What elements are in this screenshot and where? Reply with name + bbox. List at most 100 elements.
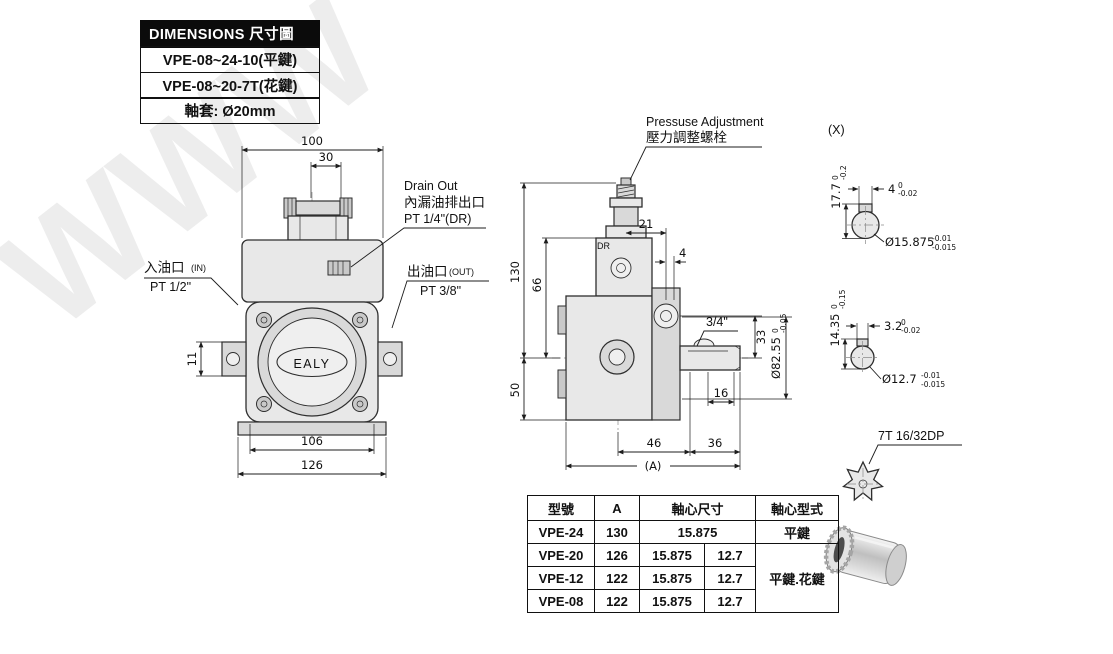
dim-side-top-offset: 21 bbox=[625, 217, 667, 300]
front-upper-body bbox=[241, 239, 384, 303]
outlet-label-en: (OUT) bbox=[449, 267, 474, 277]
side-view: DR Pressuse Adjustment bbox=[508, 115, 792, 473]
dim-front-top-width: 100 bbox=[241, 134, 384, 238]
front-inlet-boss bbox=[221, 341, 247, 377]
dia2-text: Ø12.7 bbox=[882, 372, 917, 386]
dim-bottom-right: 36 bbox=[689, 372, 741, 470]
outlet-port-size: PT 3/8" bbox=[420, 284, 461, 298]
dim-bottom-left: 46 bbox=[617, 372, 691, 456]
front-valve-block bbox=[287, 215, 349, 241]
dim-130-text: 130 bbox=[508, 261, 522, 283]
model-range-flat-key: VPE-08~24-10(平鍵) bbox=[140, 46, 320, 74]
dim-side-height-lower: 50 bbox=[508, 357, 566, 421]
dim-33-text: 33 bbox=[754, 330, 768, 345]
drain-label-en: Drain Out bbox=[404, 179, 458, 193]
inlet-port-size: PT 1/2" bbox=[150, 280, 191, 294]
port-size-text: 3/4" bbox=[706, 315, 728, 329]
front-outlet-boss bbox=[377, 341, 403, 377]
dia1-tol-bot: -0.015 bbox=[932, 243, 956, 252]
dim-side-height-total: 130 bbox=[508, 182, 616, 359]
table-row-vpe20: VPE-20 126 15.875 12.7 平鍵.花鍵 bbox=[527, 543, 839, 613]
front-drain-fitting bbox=[327, 260, 351, 276]
dr-port-circle bbox=[610, 257, 632, 279]
pressure-label-en: Pressuse Adjustment bbox=[646, 115, 764, 129]
dim-1435-tol-bot: -0.15 bbox=[838, 289, 847, 309]
cell-a: 122 bbox=[594, 589, 640, 613]
key2-tol-bot: -0.02 bbox=[901, 326, 921, 335]
table-row-vpe08: VPE-08 122 15.875 12.7 bbox=[527, 589, 839, 613]
header-model: 型號 bbox=[527, 495, 595, 521]
outlet-label-cn: 出油口 bbox=[407, 264, 448, 279]
dim-177-tol-top: 0 bbox=[831, 175, 840, 180]
shaft-section-127: 14.35 0 -0.15 3.2 0 -0.02 Ø12.7 -0.01 -0… bbox=[828, 289, 945, 389]
front-view: EALY 100 30 bbox=[144, 134, 489, 478]
dim-pilot-diameter: Ø82.55 0 -0.05 bbox=[682, 313, 792, 400]
dimensions-title: DIMENSIONS 尺寸圖 bbox=[140, 20, 320, 48]
dim-front-bolt-span: 106 bbox=[249, 424, 375, 454]
spec-table: 型號 A 軸心尺寸 軸心型式 VPE-24 130 15.875 平鍵 VPE-… bbox=[527, 495, 839, 613]
drain-port-size: PT 1/4"(DR) bbox=[404, 212, 471, 226]
cell-a: 130 bbox=[594, 520, 640, 544]
shaft-sleeve-spec: 軸套: Ø20mm bbox=[140, 97, 320, 125]
dim-overall-A: (A) bbox=[565, 422, 741, 473]
header-shaft-type: 軸心型式 bbox=[755, 495, 839, 521]
dim-177-tol-bot: -0.2 bbox=[839, 165, 848, 180]
drain-port-label: Drain Out 內漏油排出口 PT 1/4"(DR) bbox=[350, 179, 486, 268]
spline-detail: 7T 16/32DP bbox=[842, 429, 962, 502]
dia2-tol-top: -0.01 bbox=[921, 371, 941, 380]
dia2-tol-bot: -0.015 bbox=[921, 380, 945, 389]
spline-spec-text: 7T 16/32DP bbox=[878, 429, 944, 443]
dim-front-base-width: 126 bbox=[237, 437, 387, 478]
dim-66-text: 66 bbox=[530, 278, 544, 293]
model-range-spline: VPE-08~20-7T(花鍵) bbox=[140, 71, 320, 99]
cell-shaft2: 12.7 bbox=[704, 566, 756, 590]
pilot-tol-top: 0 bbox=[771, 328, 780, 333]
cell-model: VPE-24 bbox=[527, 520, 595, 544]
cell-model: VPE-12 bbox=[527, 566, 595, 590]
shaft-detail-section: (X) 17.7 0 -0.2 bbox=[823, 123, 962, 586]
table-row-vpe12: VPE-12 122 15.875 12.7 bbox=[527, 566, 839, 590]
cell-shaft1: 15.875 bbox=[639, 543, 705, 567]
dia1-text: Ø15.875 bbox=[885, 235, 934, 249]
dia1-tol-top: -0.01 bbox=[932, 234, 952, 243]
cell-a: 122 bbox=[594, 566, 640, 590]
pressure-adjustment-label: Pressuse Adjustment 壓力調整螺栓 bbox=[629, 115, 764, 181]
dim-side-height-upper: 66 bbox=[530, 237, 596, 359]
front-corner-bolts bbox=[256, 312, 368, 412]
pilot-tol-bot: -0.05 bbox=[779, 313, 788, 333]
key1-tol-top: 0 bbox=[898, 181, 903, 190]
dim-50-text: 50 bbox=[508, 383, 522, 398]
cell-shaft2: 12.7 bbox=[704, 543, 756, 567]
dim-key2-text: 3.2 bbox=[884, 319, 902, 333]
dim-A-text: (A) bbox=[645, 459, 662, 473]
dim-177-text: 17.7 bbox=[829, 183, 843, 209]
dim-46-text: 46 bbox=[647, 436, 662, 450]
drain-label-cn: 內漏油排出口 bbox=[404, 195, 485, 210]
shaft-section-15875: 17.7 0 -0.2 4 0 -0.02 Ø15.875 -0.01 -0.0… bbox=[829, 165, 956, 252]
gauge-port-label: 3/4" bbox=[696, 315, 738, 347]
dim-11-text: 11 bbox=[185, 352, 199, 367]
dim-30-text: 30 bbox=[319, 150, 334, 164]
header-shaft-size: 軸心尺寸 bbox=[639, 495, 756, 521]
cell-model: VPE-20 bbox=[527, 543, 595, 567]
dim-shaft-step: 16 bbox=[707, 372, 735, 406]
cell-model: VPE-08 bbox=[527, 589, 595, 613]
front-base-flange bbox=[237, 421, 387, 436]
dim-4-text: 4 bbox=[679, 246, 686, 260]
dim-106-text: 106 bbox=[301, 434, 323, 448]
cell-shaft: 15.875 bbox=[639, 520, 756, 544]
outlet-port-label: 出油口 (OUT) PT 3/8" bbox=[391, 264, 489, 329]
cell-shaft1: 15.875 bbox=[639, 589, 705, 613]
table-row-vpe24: VPE-24 130 15.875 平鍵 bbox=[527, 520, 839, 544]
front-adjust-screw bbox=[283, 197, 353, 219]
header-a: A bbox=[594, 495, 640, 521]
dim-key1-text: 4 bbox=[888, 182, 895, 196]
dim-front-cap-width: 30 bbox=[310, 150, 342, 198]
gauge-port-circle bbox=[653, 303, 679, 329]
dim-126-text: 126 bbox=[301, 458, 323, 472]
cell-a: 126 bbox=[594, 543, 640, 567]
cell-shaft2: 12.7 bbox=[704, 589, 756, 613]
inlet-label-cn: 入油口 bbox=[144, 260, 185, 275]
